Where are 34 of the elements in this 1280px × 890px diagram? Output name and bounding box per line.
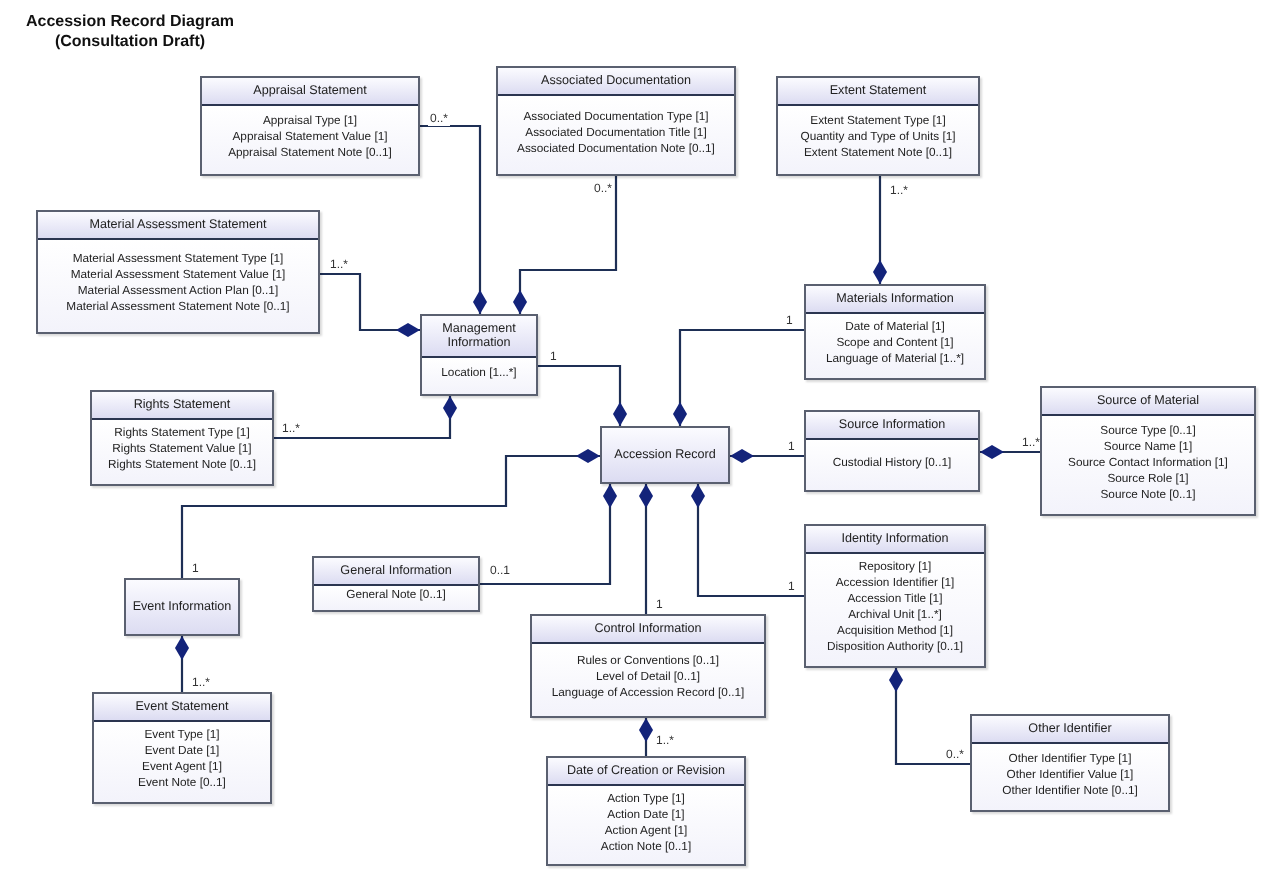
class-box	[1040, 386, 1256, 516]
class-box	[420, 314, 538, 396]
diagram-title: Accession Record Diagram (Consultation Draft)	[23, 12, 237, 52]
composition-connector	[639, 484, 653, 614]
composition-connector	[513, 176, 618, 314]
composition-connector	[980, 445, 1040, 459]
class-box	[776, 76, 980, 176]
class-box	[546, 756, 746, 866]
composition-connector	[274, 396, 457, 440]
class-box	[496, 66, 736, 176]
composition-connector	[691, 484, 804, 598]
composition-connector	[420, 124, 487, 314]
composition-connector	[538, 364, 627, 426]
class-box	[312, 556, 480, 612]
composition-connector	[480, 484, 617, 586]
class-box	[90, 390, 274, 486]
composition-connector	[180, 449, 600, 578]
composition-connector	[889, 668, 970, 766]
composition-connector	[673, 328, 804, 426]
class-box	[804, 410, 980, 492]
composition-connector	[175, 636, 189, 692]
class-box	[970, 714, 1170, 812]
class-box	[124, 578, 240, 636]
class-box	[530, 614, 766, 718]
class-box	[200, 76, 420, 176]
class-box	[36, 210, 320, 334]
composition-connector	[730, 449, 804, 463]
composition-connector	[873, 176, 887, 284]
class-box	[92, 692, 272, 804]
class-box	[804, 284, 986, 380]
class-box	[600, 426, 730, 484]
composition-connector	[639, 718, 653, 756]
class-box	[804, 524, 986, 668]
composition-connector	[320, 272, 420, 337]
